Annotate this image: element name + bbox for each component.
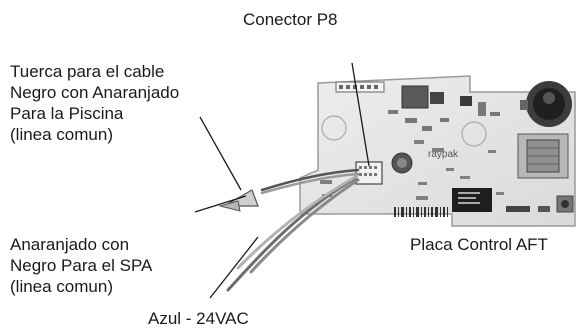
wire-nut-label-line-2: Negro con Anaranjado — [10, 82, 179, 103]
spa-wire-label-line-1: Anaranjado con — [10, 234, 152, 255]
wire-nut — [220, 190, 258, 211]
wire-nut-label-line-1: Tuerca para el cable — [10, 61, 179, 82]
connector-p8-label: Conector P8 — [243, 9, 338, 30]
spa-wire-label-line-3: (linea comun) — [10, 276, 152, 297]
circuit-board: raypak — [300, 76, 575, 226]
wire-nut-label: Tuerca para el cable Negro con Anaranjad… — [10, 61, 179, 145]
wire-nut-label-line-4: (linea comun) — [10, 124, 179, 145]
control-board-label: Placa Control AFT — [410, 234, 548, 255]
leader-nut — [200, 117, 241, 190]
spa-wire-label: Anaranjado con Negro Para el SPA (linea … — [10, 234, 152, 297]
blue-wire-label: Azul - 24VAC — [148, 308, 249, 329]
wires — [228, 170, 358, 290]
spa-wire-label-line-2: Negro Para el SPA — [10, 255, 152, 276]
wire-nut-label-line-3: Para la Piscina — [10, 103, 179, 124]
